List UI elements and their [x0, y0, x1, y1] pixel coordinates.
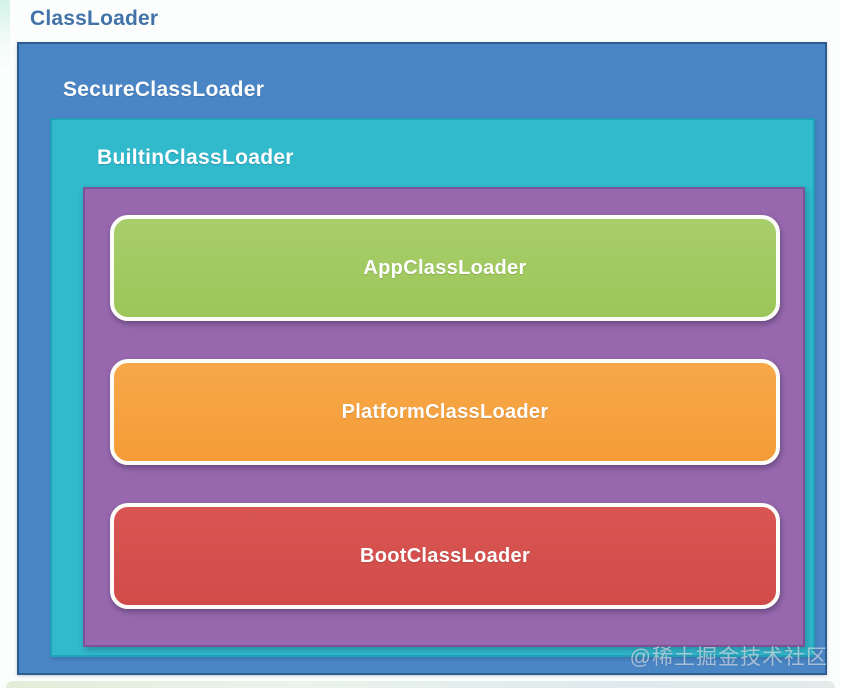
app-classloader-box: AppClassLoader — [110, 215, 780, 321]
builtin-classloader-label: BuiltinClassLoader — [97, 146, 294, 169]
platform-classloader-box: PlatformClassLoader — [110, 359, 780, 465]
juejin-watermark: @稀土掘金技术社区 — [629, 646, 828, 669]
platform-classloader-label: PlatformClassLoader — [341, 400, 549, 423]
secure-classloader-box: SecureClassLoader BuiltinClassLoader App… — [17, 42, 827, 675]
next-slide-edge — [6, 681, 835, 688]
secure-classloader-label: SecureClassLoader — [63, 78, 265, 101]
loader-group-box: AppClassLoader PlatformClassLoader BootC… — [83, 187, 805, 647]
app-classloader-label: AppClassLoader — [363, 256, 527, 279]
boot-classloader-label: BootClassLoader — [359, 544, 531, 567]
boot-classloader-box: BootClassLoader — [110, 503, 780, 609]
page-edge-tint — [0, 0, 10, 70]
classloader-title: ClassLoader — [30, 7, 159, 30]
builtin-classloader-box: BuiltinClassLoader AppClassLoader Platfo… — [50, 118, 815, 657]
